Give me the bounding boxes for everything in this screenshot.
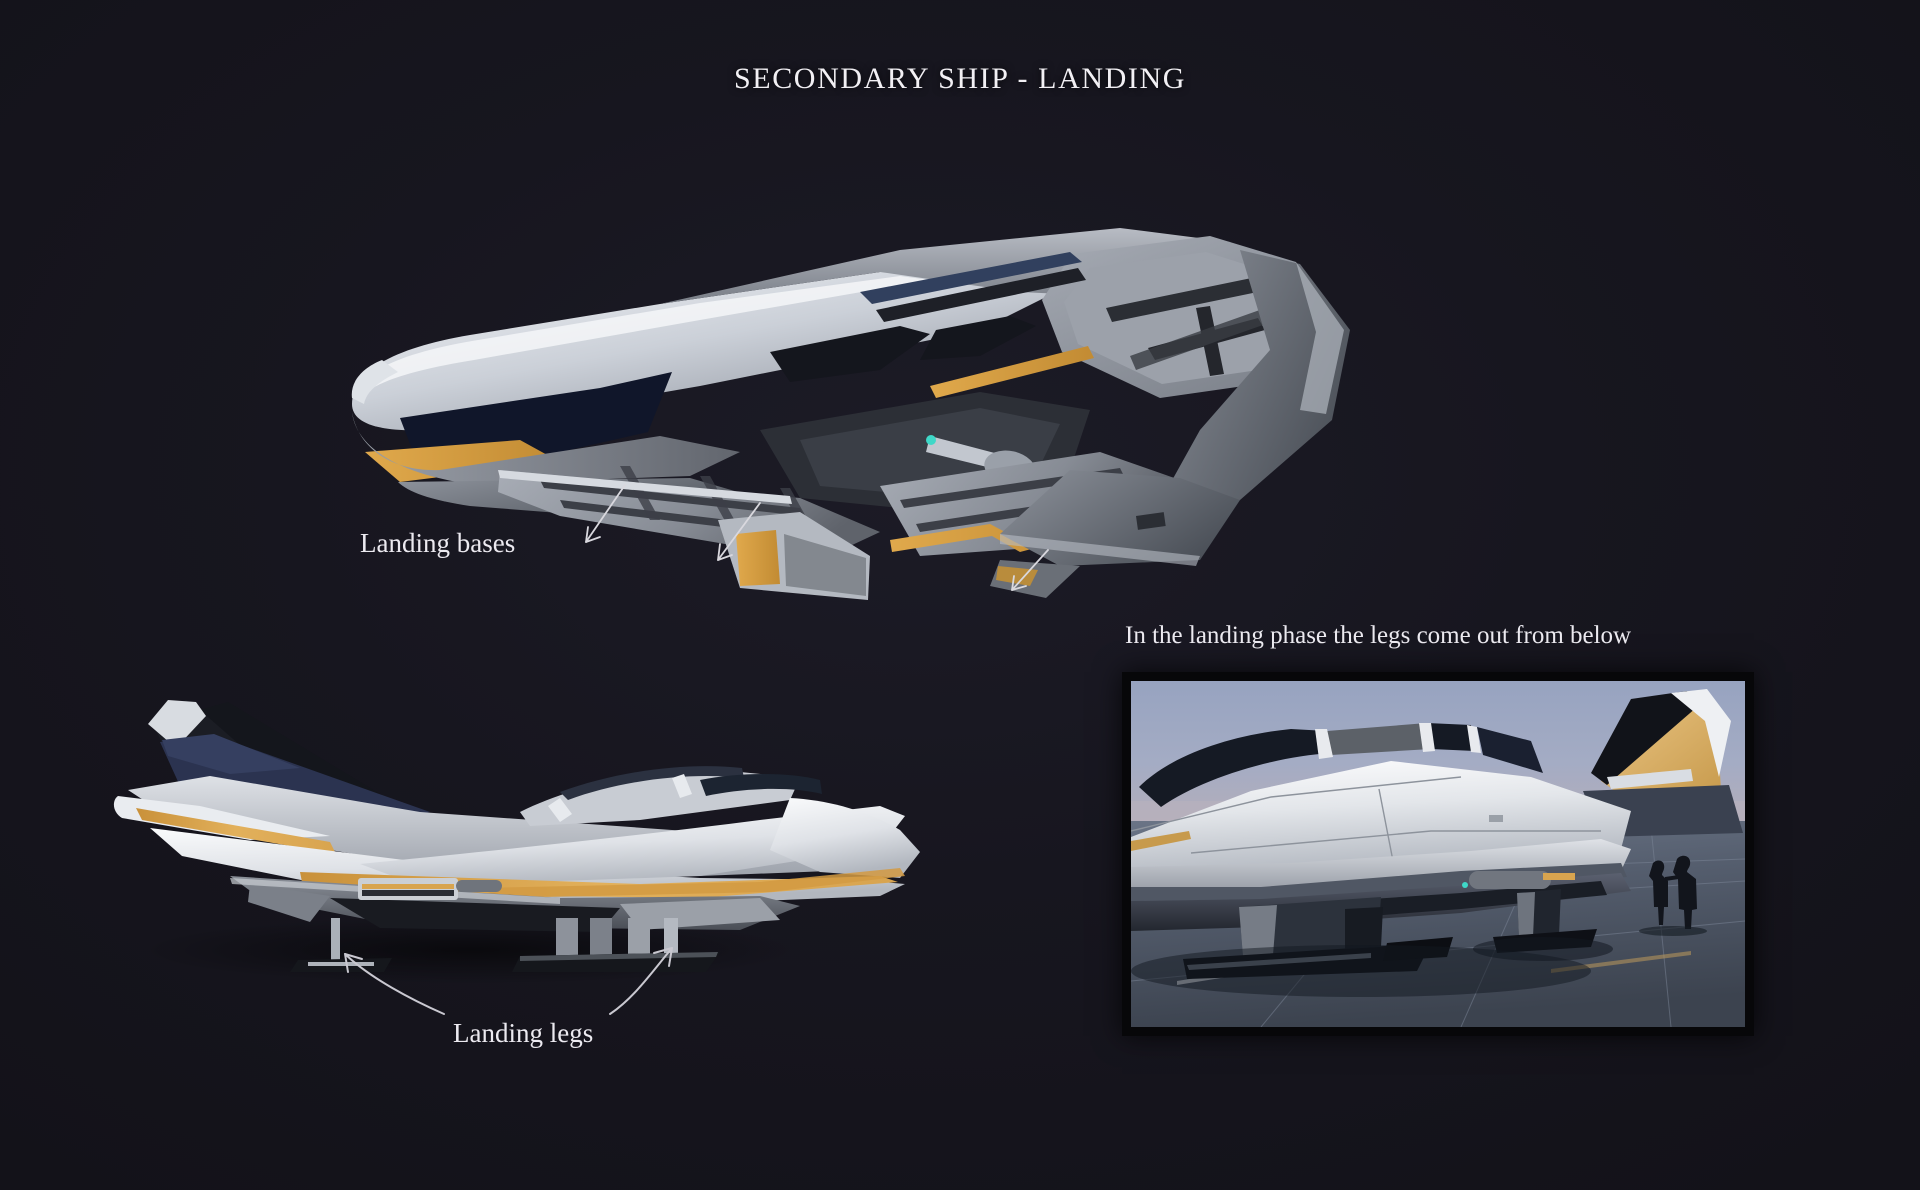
side-ship-forward-hull — [360, 806, 905, 886]
inset-ship-nacelle-ring-1 — [1315, 729, 1333, 759]
side-ship-body — [113, 700, 920, 972]
inset-leg-left-pylon-lit — [1239, 905, 1277, 957]
landing-leg-right-strut-a — [556, 918, 578, 960]
top-ship-spine-navy-strip — [860, 252, 1082, 304]
top-ship-tailfin-gold — [996, 566, 1038, 586]
side-ship-gold-upper — [136, 808, 336, 854]
side-ship-equipment-cyl — [456, 880, 502, 892]
side-ship-landing-legs — [290, 918, 720, 972]
landing-legs-label: Landing legs — [453, 1018, 594, 1048]
top-ship-rear-wing-edge — [1296, 262, 1344, 414]
inset-ship-top-hull — [1131, 761, 1631, 867]
top-ship-nose-upper — [352, 266, 1060, 431]
inset-render — [1131, 681, 1745, 1027]
top-ship-indicator-light — [926, 435, 936, 445]
inset-ship-flank-gold — [1131, 831, 1191, 851]
top-ship-rear-wing — [1150, 250, 1350, 520]
side-ship-under-dark-bay — [330, 898, 620, 932]
arrow-base-3-head — [1011, 575, 1027, 591]
landing-leg-right-strut-c — [628, 918, 650, 960]
arrow-legs-left-head — [344, 953, 363, 973]
inset-ship-nacelle-3 — [1427, 723, 1475, 751]
side-ship-cabin-canopy — [700, 774, 822, 796]
landing-bases-arrows — [585, 484, 1049, 591]
top-ship-belly-nose — [352, 412, 740, 484]
top-ship-landing-base-left-edge — [498, 470, 792, 504]
inset-human-figures — [1649, 855, 1697, 929]
landing-legs-arrows — [344, 947, 673, 1015]
side-ship-equipment-box-gold — [362, 884, 454, 889]
inset-leg-shadow-right — [1473, 937, 1613, 961]
inset-ship-nacelle-ring-3 — [1467, 725, 1481, 753]
inset-ship-shadow — [1131, 945, 1591, 997]
side-ship-cabin-dark-top — [560, 766, 744, 800]
top-ship-gold-spine — [930, 346, 1094, 398]
inset-ship-panel-dash — [1489, 815, 1503, 822]
landing-leg-left-strut — [331, 918, 340, 962]
side-ship-cabin-band-1 — [548, 798, 572, 822]
arrow-legs-right — [609, 947, 673, 1015]
top-ship-nose-tip — [351, 360, 398, 404]
inset-figure-1 — [1649, 860, 1668, 925]
side-ship-equipment-box-dark — [362, 890, 454, 896]
inset-ship-under-tube-gold — [1543, 873, 1575, 880]
side-ship-under-panel-b — [620, 898, 780, 930]
inset-ship-nacelle-1 — [1139, 729, 1331, 807]
top-ship-mid-canopy-2 — [920, 316, 1036, 360]
top-ship-rear-underside-lip — [1000, 534, 1200, 566]
top-ship-mid-canopy — [770, 326, 930, 382]
inset-ship-tailfin-white — [1671, 689, 1731, 777]
inset-caption: In the landing phase the legs come out f… — [1125, 622, 1632, 649]
top-ship-body — [351, 228, 1350, 600]
top-ship-spine-dark-strip — [876, 268, 1086, 322]
top-ship-detail-box — [1136, 512, 1166, 530]
arrow-base-3 — [1011, 549, 1049, 591]
inset-ship-under-indicator — [1462, 882, 1468, 888]
landing-bases-label: Landing bases — [360, 528, 516, 558]
landing-leg-left-foot-highlight — [308, 962, 374, 966]
arrow-base-2-head — [717, 543, 733, 561]
side-ship-fin-tip — [148, 700, 206, 748]
landing-leg-right-strut-b — [590, 918, 612, 960]
side-ship-under-panel-a — [248, 884, 330, 922]
arrow-base-1-head — [585, 526, 601, 543]
top-ship-landing-base-center-dark — [784, 534, 866, 596]
landing-leg-right-foot-edge — [520, 952, 718, 961]
inset-figure-link-arm — [1665, 875, 1679, 881]
side-ship-navy-fin-upper — [162, 734, 300, 774]
top-ship-gold-strip-left — [365, 440, 560, 482]
top-ship-leading-edge-highlight — [356, 276, 930, 402]
inset-ship-tail-chevron — [1607, 769, 1693, 789]
inset-leg-right-pylon-lit — [1517, 892, 1535, 939]
top-ship-landing-base-center-gold — [736, 530, 780, 586]
inset-figure-shadow — [1639, 926, 1707, 936]
inset-ship-nacelle-2 — [1327, 723, 1431, 755]
inset-ship-tailfin-dark — [1591, 691, 1697, 785]
arrow-legs-left — [344, 953, 445, 1015]
side-ship-gold-lower-2 — [480, 868, 905, 898]
inset-ship-nacelle-ring-2 — [1419, 723, 1435, 752]
page-title: SECONDARY SHIP - LANDING — [733, 62, 1187, 95]
inset-figure-2 — [1673, 855, 1697, 929]
arrow-base-1 — [585, 484, 626, 543]
inset-render-frame — [1122, 672, 1754, 1036]
inset-ship-nacelle-4 — [1477, 727, 1543, 773]
side-ship-cabin-band-2 — [672, 774, 692, 798]
arrow-base-2 — [717, 502, 761, 561]
arrow-legs-right-head — [653, 947, 673, 967]
inset-leg-mid-strut — [1345, 907, 1383, 949]
side-ship-right-nose — [770, 798, 920, 878]
inset-ship-panel-lines — [1131, 776, 1601, 862]
inset-ship-under-tube — [1469, 871, 1551, 889]
side-ship-nose-wedge — [113, 796, 331, 840]
